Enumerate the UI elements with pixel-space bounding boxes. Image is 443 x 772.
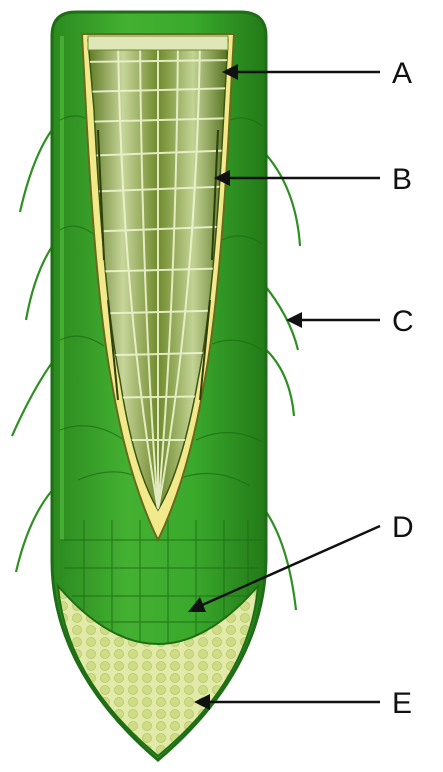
label-d: D [392,511,414,544]
root-hair [262,150,300,246]
vascular-top-face [88,36,228,50]
labels: A B C D E [392,57,414,720]
label-c: C [392,305,414,338]
label-b: B [392,163,412,196]
arrow-c [286,312,380,328]
arrow-e [194,694,380,710]
label-e: E [392,687,412,720]
label-a: A [392,57,412,90]
